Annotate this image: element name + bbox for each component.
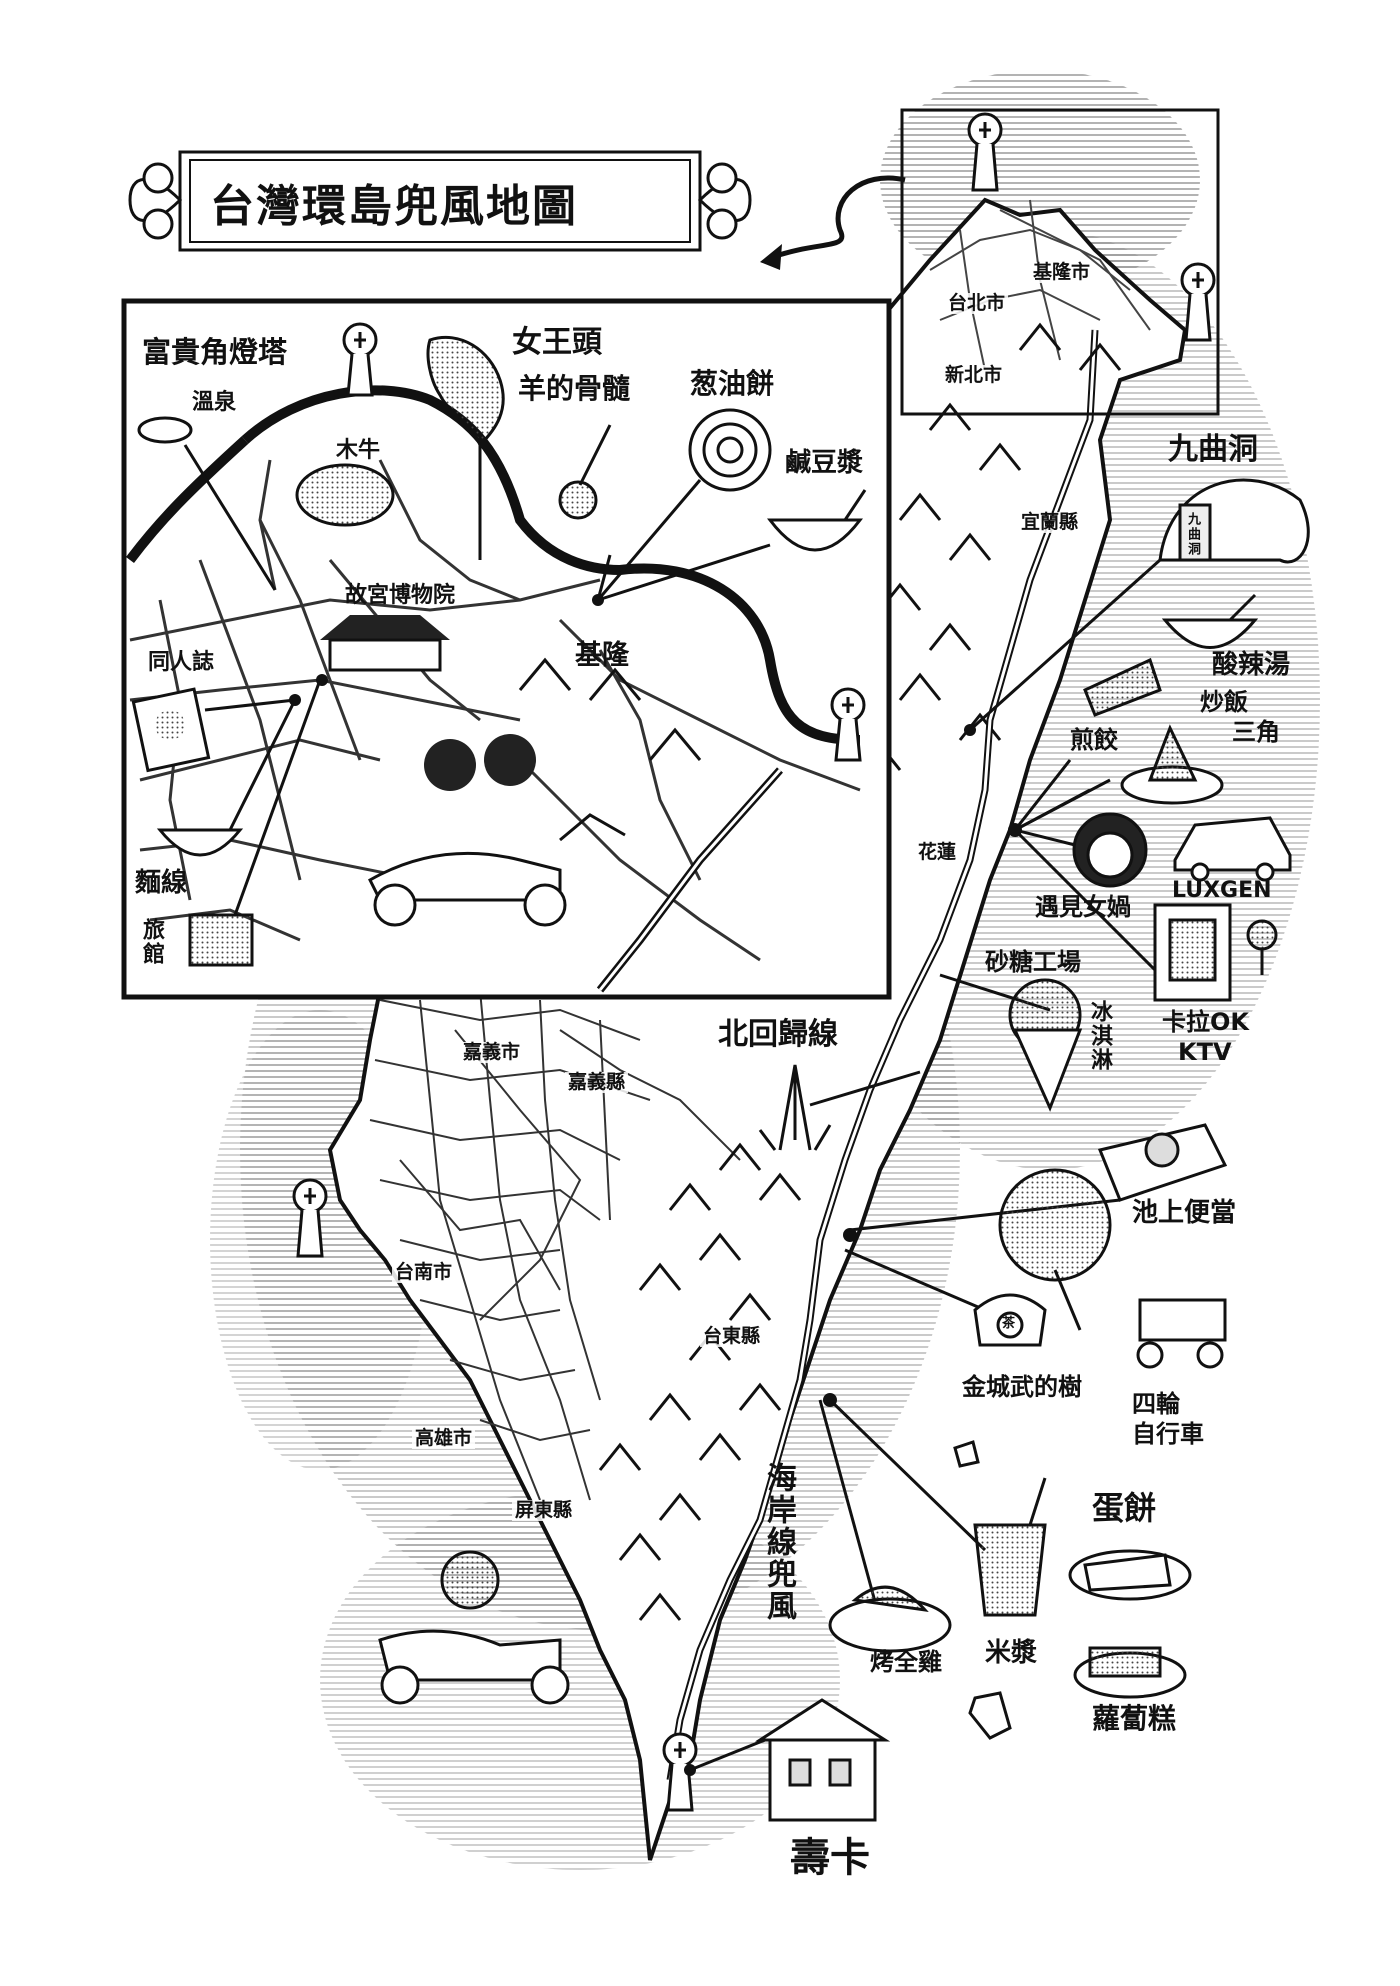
label-fuguijiao-lighthouse: 富貴角燈塔 (142, 335, 288, 369)
label-egg-cake: 蛋餅 (1092, 1489, 1157, 1527)
label-tainan-city: 台南市 (392, 1262, 456, 1283)
label-chishang-bento: 池上便當 (1132, 1198, 1237, 1228)
label-yilan-county: 宜蘭縣 (1018, 512, 1082, 533)
lighthouse-icons (292, 112, 1216, 1812)
label-four-wheel-1: 四輪 (1132, 1390, 1180, 1418)
label-kenting: 壽卡 (790, 1835, 870, 1881)
north-inset-map (121, 298, 892, 1000)
label-roast-chicken: 烤全雞 (870, 1648, 942, 1676)
label-hotel: 旅館 (139, 918, 164, 966)
label-taipei-city: 台北市 (945, 293, 1009, 314)
zoom-arrow (769, 175, 906, 261)
label-hot-sour-soup: 酸辣湯 (1212, 650, 1291, 680)
label-four-wheel-2: 自行車 (1132, 1420, 1204, 1448)
east-illustrations (378, 478, 1310, 1822)
label-luxgen: LUXGEN (1172, 878, 1272, 903)
map-title: 台灣環島兜風地圖 (210, 181, 578, 232)
label-ice-cream: 冰淇淋 (1087, 1000, 1112, 1072)
label-taitung-county: 台東縣 (700, 1326, 764, 1347)
north-region-box (900, 108, 1220, 416)
label-scallion-pancake: 葱油餅 (690, 367, 775, 400)
label-kaneshiro-tree: 金城武的樹 (962, 1373, 1082, 1401)
label-chiayi-county: 嘉義縣 (565, 1072, 629, 1093)
label-kaohsiung-city: 高雄市 (412, 1428, 476, 1449)
label-keelung-city: 基隆市 (1030, 262, 1094, 283)
label-new-taipei-city: 新北市 (942, 365, 1006, 386)
label-jiuqu-cave-sign: 九曲洞 (1185, 512, 1200, 557)
label-tea-mark: 茶 (1002, 1316, 1016, 1331)
label-fried-rice-2: 三角 (1232, 718, 1280, 746)
label-hualien: 花蓮 (915, 842, 960, 863)
label-ktv: KTV (1178, 1038, 1232, 1066)
label-radish-cake: 蘿蔔糕 (1092, 1702, 1177, 1735)
label-keelung: 基隆 (575, 640, 629, 671)
label-dumplings: 煎餃 (1070, 726, 1118, 754)
small-islands (953, 1440, 1012, 1740)
label-queens-head: 女王頭 (512, 325, 602, 360)
label-palace-museum: 故宮博物院 (345, 583, 456, 608)
label-jiuqu-cave: 九曲洞 (1168, 432, 1258, 467)
label-chiayi-city: 嘉義市 (460, 1042, 524, 1063)
label-tropic-line: 北回歸線 (718, 1017, 838, 1052)
label-lamb-bone-marrow: 羊的骨髓 (518, 372, 631, 405)
label-pingtung-county: 屏東縣 (512, 1500, 576, 1521)
title-banner-frame (128, 150, 752, 252)
route-dots (684, 724, 1022, 1776)
zoom-arrowhead (760, 244, 782, 270)
label-meet-nuwa: 遇見女媧 (1035, 893, 1131, 921)
label-salty-soy-milk: 鹹豆漿 (785, 448, 864, 478)
label-sugar-factory: 砂糖工場 (985, 948, 1081, 976)
east-highway-inner (668, 329, 1097, 1781)
label-rice-milk: 米漿 (985, 1638, 1038, 1668)
label-karaoke: 卡拉OK (1162, 1008, 1249, 1036)
label-coastal-drive: 海岸線兜風 (761, 1462, 796, 1622)
central-mountains (598, 402, 1022, 1621)
label-fried-rice-1: 炒飯 (1200, 688, 1248, 716)
west-road-network (369, 989, 741, 1501)
label-doujinshi: 同人誌 (148, 650, 215, 675)
label-noodles: 麵線 (135, 868, 188, 898)
label-hot-spring: 溫泉 (192, 390, 237, 415)
label-bear-sign: 木牛 (336, 438, 381, 463)
tropic-monument (758, 1064, 832, 1151)
